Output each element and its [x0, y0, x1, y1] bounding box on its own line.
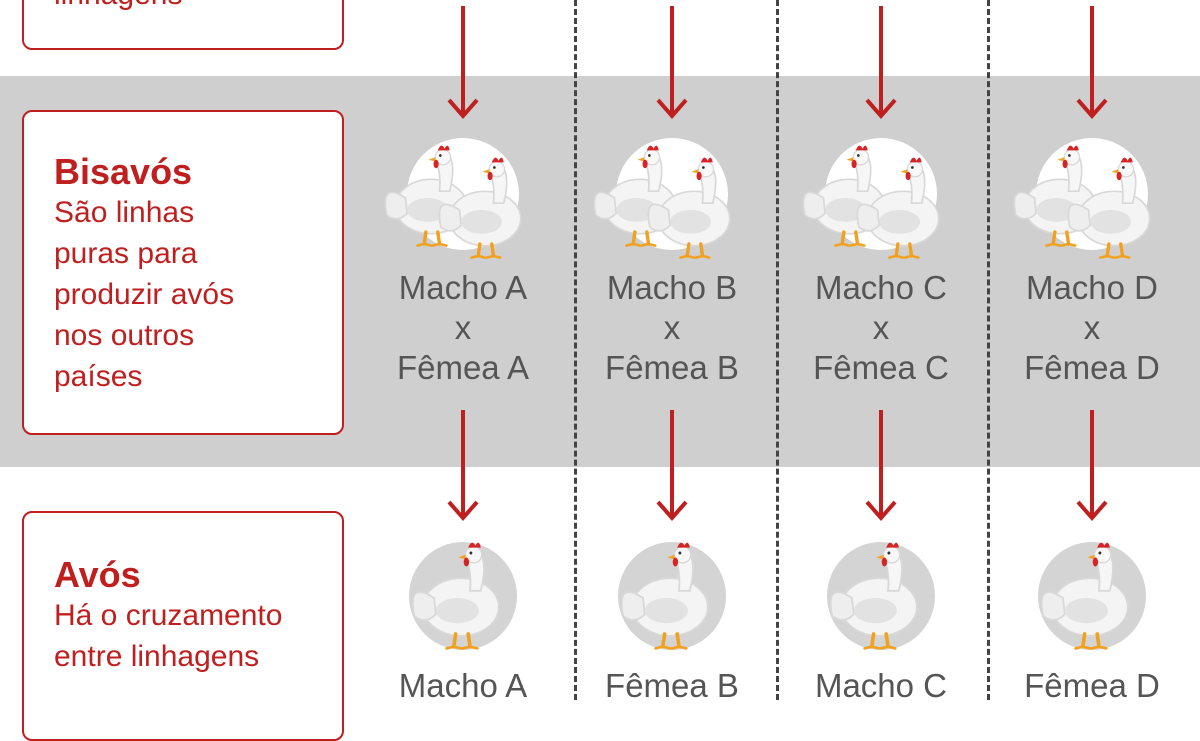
male-label: Macho D [1025, 269, 1159, 306]
hen-icon [1038, 540, 1146, 651]
arrow-down-icon [447, 410, 479, 522]
arrow-down-icon [1076, 6, 1108, 120]
avo-label: Macho C [814, 667, 948, 704]
avo-label: Macho A [398, 667, 528, 704]
female-label: Fêmea C [813, 349, 949, 386]
female-label: Fêmea A [396, 349, 530, 386]
hen-icon [409, 540, 517, 651]
bisavos-title: Bisavós [54, 151, 193, 192]
previous-stage-description: linhagens [54, 0, 182, 15]
bisavos-description-line: países [54, 360, 143, 393]
arrow-down-icon [656, 410, 688, 522]
male-label: Macho C [814, 269, 948, 306]
female-label: Fêmea B [605, 349, 739, 386]
hen-pair-icon [801, 138, 941, 260]
hen-icon [618, 540, 726, 651]
hen-icon [827, 540, 935, 651]
previous-stage-box: linhagens [22, 0, 344, 50]
hen-pair-icon [592, 138, 732, 260]
cross-label: x [454, 309, 472, 346]
bisavos-description-line: São linhas [54, 196, 195, 229]
male-label: Macho B [606, 269, 738, 306]
female-label: Fêmea D [1024, 349, 1160, 386]
hen-pair-icon [1012, 138, 1152, 260]
arrow-down-icon [447, 6, 479, 120]
column-divider-3 [987, 0, 990, 700]
column-divider-2 [776, 0, 779, 700]
bisavos-box: Bisavós São linhas puras para produzir a… [22, 110, 344, 435]
cross-label: x [663, 309, 681, 346]
avos-box: Avós Há o cruzamento entre linhagens [22, 511, 344, 741]
bisavos-description-line: nos outros [54, 319, 195, 352]
male-label: Macho A [398, 269, 528, 306]
avos-description-line: entre linhagens [54, 640, 260, 673]
bisavos-description-line: puras para [54, 237, 198, 270]
arrow-down-icon [656, 6, 688, 120]
column-divider-1 [574, 0, 577, 700]
avo-label: Fêmea B [605, 667, 739, 704]
arrow-down-icon [1076, 410, 1108, 522]
avos-title: Avós [54, 554, 141, 595]
arrow-down-icon [865, 410, 897, 522]
avo-label: Fêmea D [1024, 667, 1160, 704]
bisavos-description-line: produzir avós [54, 278, 235, 311]
cross-label: x [1083, 309, 1101, 346]
avos-description-line: Há o cruzamento [54, 599, 283, 632]
hen-pair-icon [383, 138, 523, 260]
arrow-down-icon [865, 6, 897, 120]
cross-label: x [872, 309, 890, 346]
